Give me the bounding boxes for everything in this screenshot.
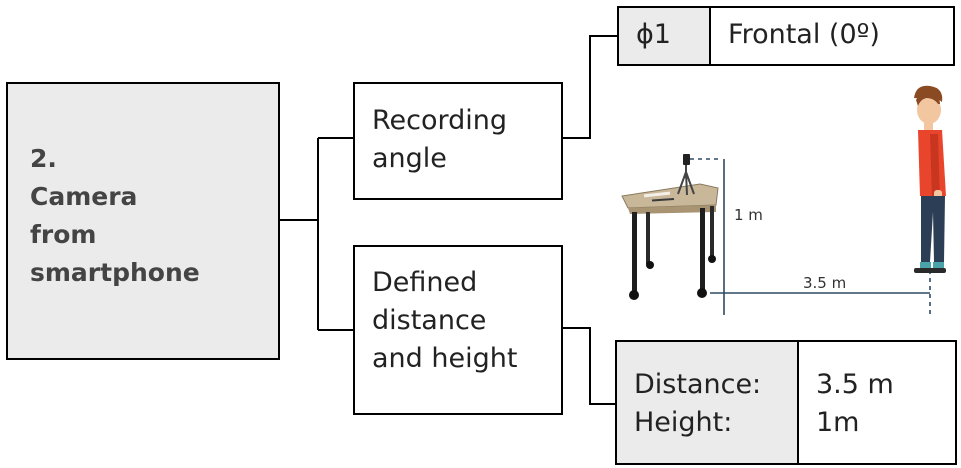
height-measure-label: 1 m — [734, 206, 763, 224]
root-line-1: Camera — [30, 182, 138, 211]
height-measure — [690, 158, 931, 318]
distance-measure-label: 3.5 m — [803, 274, 846, 292]
angle-value-cell — [709, 6, 955, 66]
distance-values-cell — [797, 340, 957, 465]
angle-value: Frontal (0º) — [728, 19, 880, 50]
recording-angle-box — [353, 82, 563, 200]
connector-to-distance-table — [563, 327, 615, 405]
table-illustration — [621, 183, 719, 300]
distance-height-line-2: distance — [372, 305, 487, 336]
root-label: 2. Camera from smartphone — [30, 140, 270, 292]
distance-height-line-1: Defined — [372, 267, 478, 298]
recording-angle-line-2: angle — [372, 143, 447, 174]
recording-angle-label: Recording angle — [372, 102, 507, 178]
root-line-2: from — [30, 220, 97, 249]
angle-code: ϕ1 — [636, 19, 671, 50]
distance-height-label: Defined distance and height — [372, 264, 517, 378]
root-box — [6, 82, 280, 360]
distance-labels: Distance: Height: — [634, 366, 761, 442]
root-line-3: smartphone — [30, 258, 200, 287]
distance-height-line-3: and height — [372, 343, 518, 374]
connector-to-angle-table — [563, 35, 617, 139]
recording-angle-line-1: Recording — [372, 105, 508, 136]
distance-label: Distance: — [634, 369, 762, 400]
person-illustration — [914, 85, 946, 273]
distance-value: 3.5 m — [816, 369, 894, 400]
height-label: Height: — [634, 407, 733, 438]
root-number: 2. — [30, 144, 57, 173]
distance-values: 3.5 m 1m — [816, 366, 894, 442]
tripod-phone-illustration — [677, 154, 695, 196]
height-value: 1m — [816, 407, 860, 438]
distance-height-box — [353, 245, 563, 415]
